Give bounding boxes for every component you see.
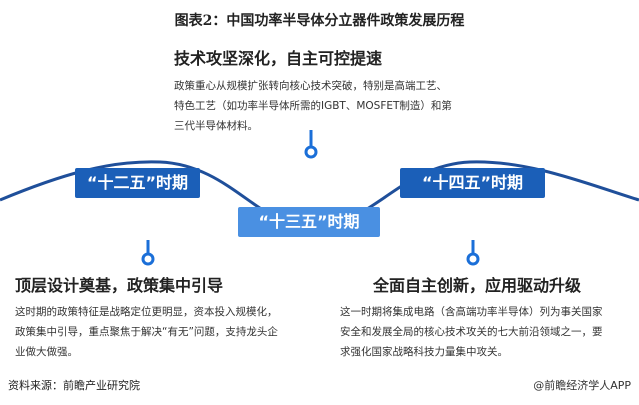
source-note: 资料来源：前瞻产业研究院: [8, 379, 140, 392]
text-12th: 这时期的政策特征是战略定位更明显，资本投入规模化，政策集中引导，重点聚焦于解决“…: [15, 306, 278, 358]
chart-title: 图表2：中国功率半导体分立器件政策发展历程: [174, 13, 465, 29]
period-label-13th: “十三五”时期: [238, 207, 380, 237]
dot-right: [466, 252, 480, 266]
heading-13th: 技术攻坚深化，自主可控提速: [174, 49, 383, 68]
brand-credit: @前瞻经济学人APP: [533, 379, 631, 392]
text-14th: 这一时期将集成电路（含高端功率半导体）列为事关国家安全和发展全局的核心技术攻关的…: [340, 306, 603, 358]
dot-left: [141, 252, 155, 266]
heading-12th: 顶层设计奠基，政策集中引导: [15, 276, 224, 295]
period-label-12th: “十二五”时期: [75, 168, 200, 198]
text-13th: 政策重心从规模扩张转向核心技术突破，特别是高端工艺、特色工艺（如功率半导体所需的…: [174, 80, 452, 132]
dot-top: [304, 145, 318, 159]
period-label-14th: “十四五”时期: [400, 168, 545, 198]
heading-14th: 全面自主创新，应用驱动升级: [373, 276, 582, 295]
